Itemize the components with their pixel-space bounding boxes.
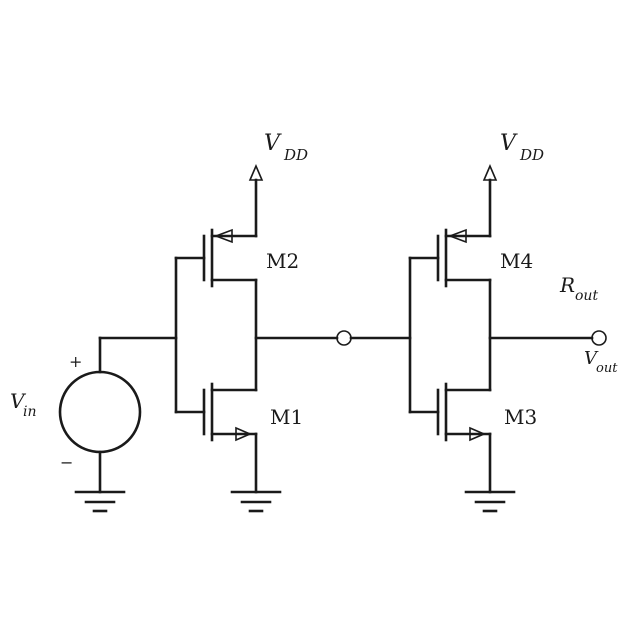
source-plus-sign: + bbox=[69, 352, 82, 371]
m2-label: M2 bbox=[266, 249, 299, 273]
vin-label: V in bbox=[10, 389, 37, 420]
transistor-m2-pmos bbox=[202, 178, 258, 288]
svg-text:DD: DD bbox=[283, 146, 308, 164]
output-terminal-circle bbox=[591, 330, 607, 346]
vdd-label-left: V DD bbox=[264, 131, 308, 164]
ground-symbol-m1 bbox=[230, 490, 282, 513]
second-inverter-gate-wiring bbox=[408, 256, 440, 414]
svg-text:V: V bbox=[264, 131, 282, 156]
svg-text:V: V bbox=[584, 348, 599, 369]
svg-text:R: R bbox=[559, 273, 575, 297]
svg-text:out: out bbox=[575, 288, 598, 304]
m4-label: M4 bbox=[500, 249, 533, 273]
input-voltage-source: + − bbox=[58, 336, 142, 494]
transistor-m4-pmos bbox=[436, 178, 492, 288]
transistor-m1-nmos bbox=[202, 382, 258, 494]
transistor-m3-nmos bbox=[436, 382, 492, 494]
vdd-label-right: V DD bbox=[500, 131, 544, 164]
ground-symbol-source bbox=[74, 490, 126, 513]
source-minus-sign: − bbox=[60, 453, 73, 472]
svg-text:V: V bbox=[10, 389, 27, 413]
first-inverter-gate-wiring bbox=[174, 256, 206, 414]
ground-symbol-m3 bbox=[464, 490, 516, 513]
vdd-supply-right bbox=[482, 163, 498, 181]
svg-text:in: in bbox=[23, 404, 37, 420]
vdd-supply-left bbox=[248, 163, 264, 181]
middle-node-circle bbox=[336, 330, 352, 346]
svg-text:V: V bbox=[500, 131, 518, 156]
rout-label: R out bbox=[559, 273, 598, 304]
svg-text:DD: DD bbox=[519, 146, 544, 164]
m3-label: M3 bbox=[504, 405, 537, 429]
vout-label: V out bbox=[584, 348, 618, 376]
m1-label: M1 bbox=[270, 405, 303, 429]
svg-text:out: out bbox=[596, 361, 618, 376]
